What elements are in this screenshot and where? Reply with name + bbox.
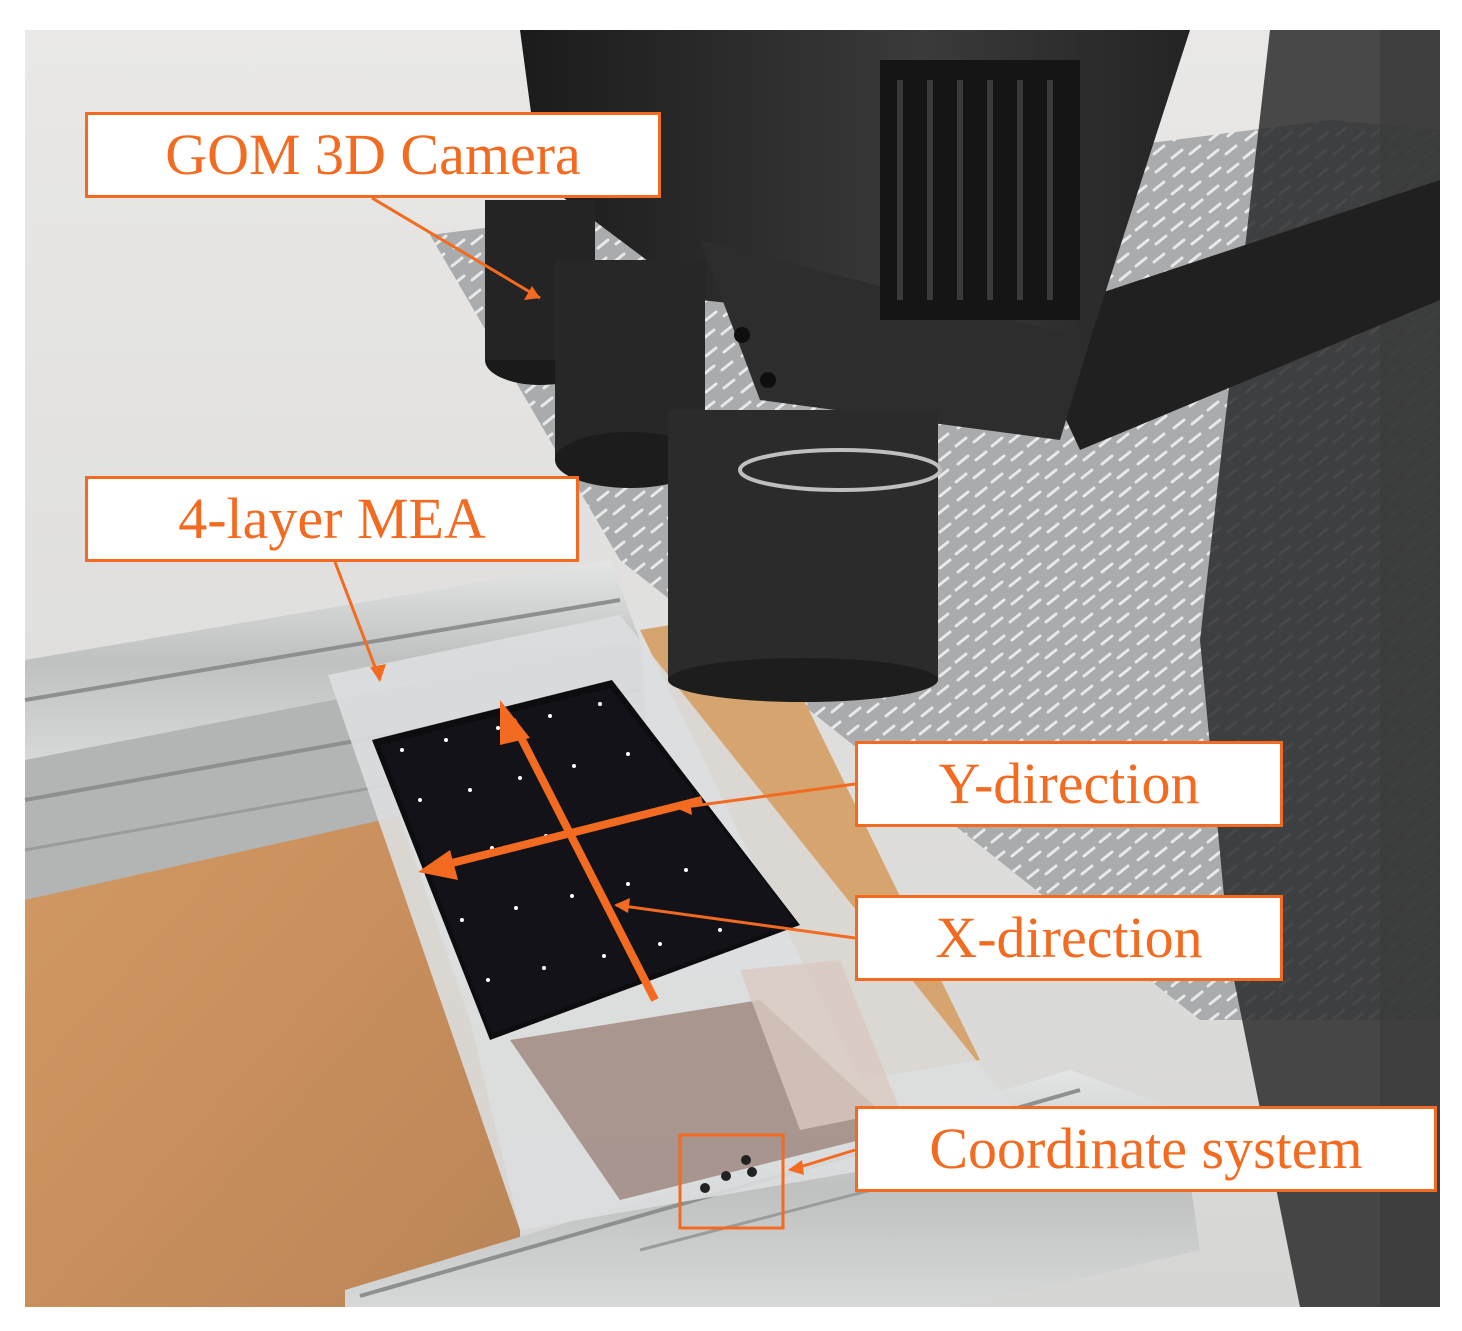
annotations <box>333 196 856 1230</box>
gom-3d-camera <box>485 30 1190 702</box>
mea-leader-line <box>333 561 382 681</box>
camera-leader-line <box>371 196 541 300</box>
y-leader-line <box>677 782 856 810</box>
coordinate-system-box <box>678 1133 785 1230</box>
x-direction-label: X-direction <box>855 895 1283 981</box>
camera-label: GOM 3D Camera <box>85 112 661 198</box>
y-direction-arrow <box>439 796 703 870</box>
coordinate-system-label: Coordinate system <box>855 1106 1437 1192</box>
mea-label: 4-layer MEA <box>85 476 579 562</box>
x-arrowhead <box>500 700 530 745</box>
y-arrowhead <box>418 850 458 880</box>
y-direction-label: Y-direction <box>855 741 1283 827</box>
x-direction-arrow <box>508 718 659 1002</box>
coordinate-markers <box>700 1155 757 1193</box>
x-leader-line <box>615 903 856 940</box>
